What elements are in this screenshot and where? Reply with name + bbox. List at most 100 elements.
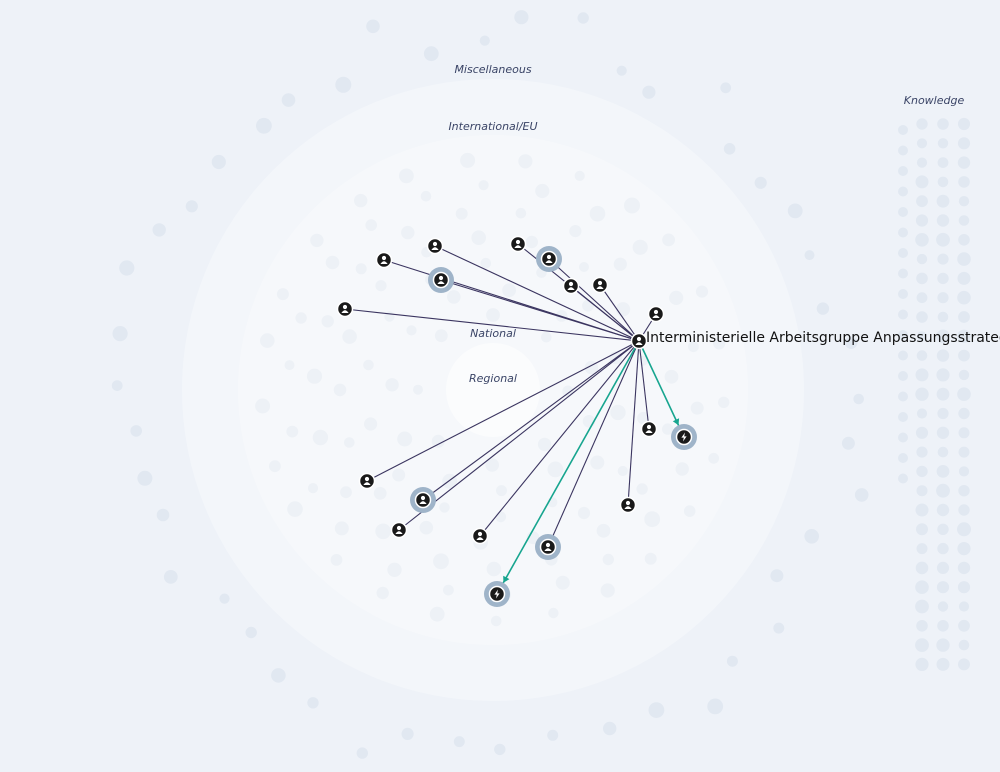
person-icon <box>431 241 439 250</box>
knowledge-dot <box>916 408 928 419</box>
person-icon <box>395 525 403 534</box>
background-dot <box>354 193 368 208</box>
person-node[interactable] <box>591 276 609 294</box>
knowledge-dot <box>936 483 950 498</box>
ring-label-international-eu: International/EU <box>448 120 537 133</box>
background-dot <box>420 190 432 202</box>
knowledge-dot <box>957 252 971 266</box>
background-dot <box>602 553 614 566</box>
knowledge-dot <box>898 227 908 238</box>
knowledge-dot <box>936 465 950 478</box>
background-dot <box>577 506 591 520</box>
background-dot <box>708 452 720 464</box>
background-dot <box>364 417 378 431</box>
ring-regional <box>446 343 540 437</box>
knowledge-dot <box>898 268 908 279</box>
background-dot <box>330 554 343 566</box>
person-node[interactable] <box>640 420 658 438</box>
background-dot <box>486 561 502 577</box>
knowledge-dot <box>916 157 928 168</box>
background-dot <box>525 235 538 249</box>
background-dot <box>548 607 559 619</box>
knowledge-dot <box>958 504 970 516</box>
edge <box>398 340 640 531</box>
background-dot <box>365 219 378 231</box>
knowledge-dot <box>957 137 971 150</box>
knowledge-dot <box>937 253 949 265</box>
background-dot <box>287 501 303 517</box>
knowledge-dot <box>936 329 950 344</box>
action-node[interactable] <box>484 581 510 607</box>
national-ring-dots <box>255 152 730 627</box>
background-dot <box>434 329 448 343</box>
knowledge-dot <box>957 271 971 285</box>
knowledge-dot <box>916 523 928 536</box>
background-dot <box>582 299 594 312</box>
knowledge-dot <box>898 289 908 299</box>
person-node[interactable] <box>428 267 454 293</box>
person-node[interactable] <box>536 246 562 272</box>
lightning-icon <box>494 589 500 599</box>
background-dot <box>636 483 648 495</box>
person-node[interactable] <box>647 305 665 323</box>
background-dot <box>675 462 689 476</box>
ring-label-miscellaneous: Miscellaneous <box>454 63 531 76</box>
background-dot <box>574 170 585 181</box>
edge <box>570 285 640 342</box>
focus-node[interactable] <box>630 332 648 350</box>
background-dot <box>156 508 170 522</box>
person-node[interactable] <box>619 496 637 514</box>
knowledge-dot <box>916 350 928 361</box>
background-dot <box>610 404 626 421</box>
background-dot <box>471 230 487 245</box>
background-dot <box>562 385 574 397</box>
person-node[interactable] <box>426 237 444 255</box>
knowledge-dot <box>916 311 928 323</box>
background-dot <box>385 378 399 392</box>
knowledge-dot <box>898 207 908 217</box>
person-node[interactable] <box>471 527 489 545</box>
background-dot <box>537 437 552 452</box>
background-dot <box>547 729 559 741</box>
background-dot <box>334 521 349 536</box>
person-node[interactable] <box>410 487 436 513</box>
person-node[interactable] <box>358 472 376 490</box>
person-node[interactable] <box>390 521 408 539</box>
background-dot <box>256 117 272 134</box>
background-dot <box>853 393 864 405</box>
knowledge-dot <box>915 426 929 439</box>
person-node[interactable] <box>562 277 580 295</box>
action-node[interactable] <box>671 424 697 450</box>
knowledge-dot <box>898 145 908 156</box>
person-node[interactable] <box>535 534 561 560</box>
edge <box>599 284 640 342</box>
knowledge-dot <box>957 581 971 594</box>
background-dot <box>841 436 855 450</box>
background-dot <box>648 702 665 718</box>
knowledge-dot <box>958 446 970 458</box>
knowledge-dot <box>915 638 929 652</box>
background-dot <box>486 308 500 322</box>
background-dot <box>600 583 615 598</box>
person-node[interactable] <box>509 235 527 253</box>
background-dot <box>325 255 340 270</box>
background-dot <box>295 312 307 324</box>
background-dot <box>485 458 500 472</box>
knowledge-dot <box>936 349 950 362</box>
edge-highlight <box>496 340 640 595</box>
background-dot <box>363 359 374 371</box>
background-dot <box>269 460 281 473</box>
background-dot <box>355 263 367 275</box>
background-dot <box>695 285 709 298</box>
background-dot <box>245 626 257 639</box>
person-node[interactable] <box>336 300 354 318</box>
person-icon <box>514 239 522 248</box>
background-dot <box>490 615 502 627</box>
knowledge-dot <box>958 176 970 188</box>
knowledge-dot <box>898 453 908 463</box>
background-dot <box>723 143 736 155</box>
person-node[interactable] <box>375 251 393 269</box>
knowledge-dot <box>957 387 971 402</box>
background-dot <box>321 315 334 328</box>
